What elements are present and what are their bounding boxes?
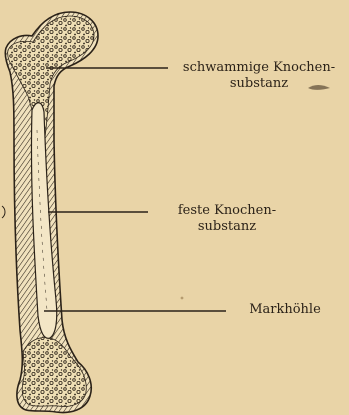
margin-mark	[2, 206, 5, 218]
paper-speck	[181, 297, 184, 300]
label-spongy-bone-line1: schwammige Knochen-	[172, 60, 346, 76]
label-compact-bone-line1: feste Knochen-	[152, 203, 302, 219]
label-spongy-bone-line2: substanz	[172, 76, 346, 92]
lower-spongy-region	[22, 338, 86, 407]
label-compact-bone: feste Knochen- substanz	[152, 203, 302, 235]
label-compact-bone-line2: substanz	[152, 219, 302, 235]
label-spongy-bone: schwammige Knochen- substanz	[172, 60, 346, 92]
label-marrow-cavity-text: Markhöhle	[230, 302, 340, 318]
label-marrow-cavity: Markhöhle	[230, 302, 340, 318]
